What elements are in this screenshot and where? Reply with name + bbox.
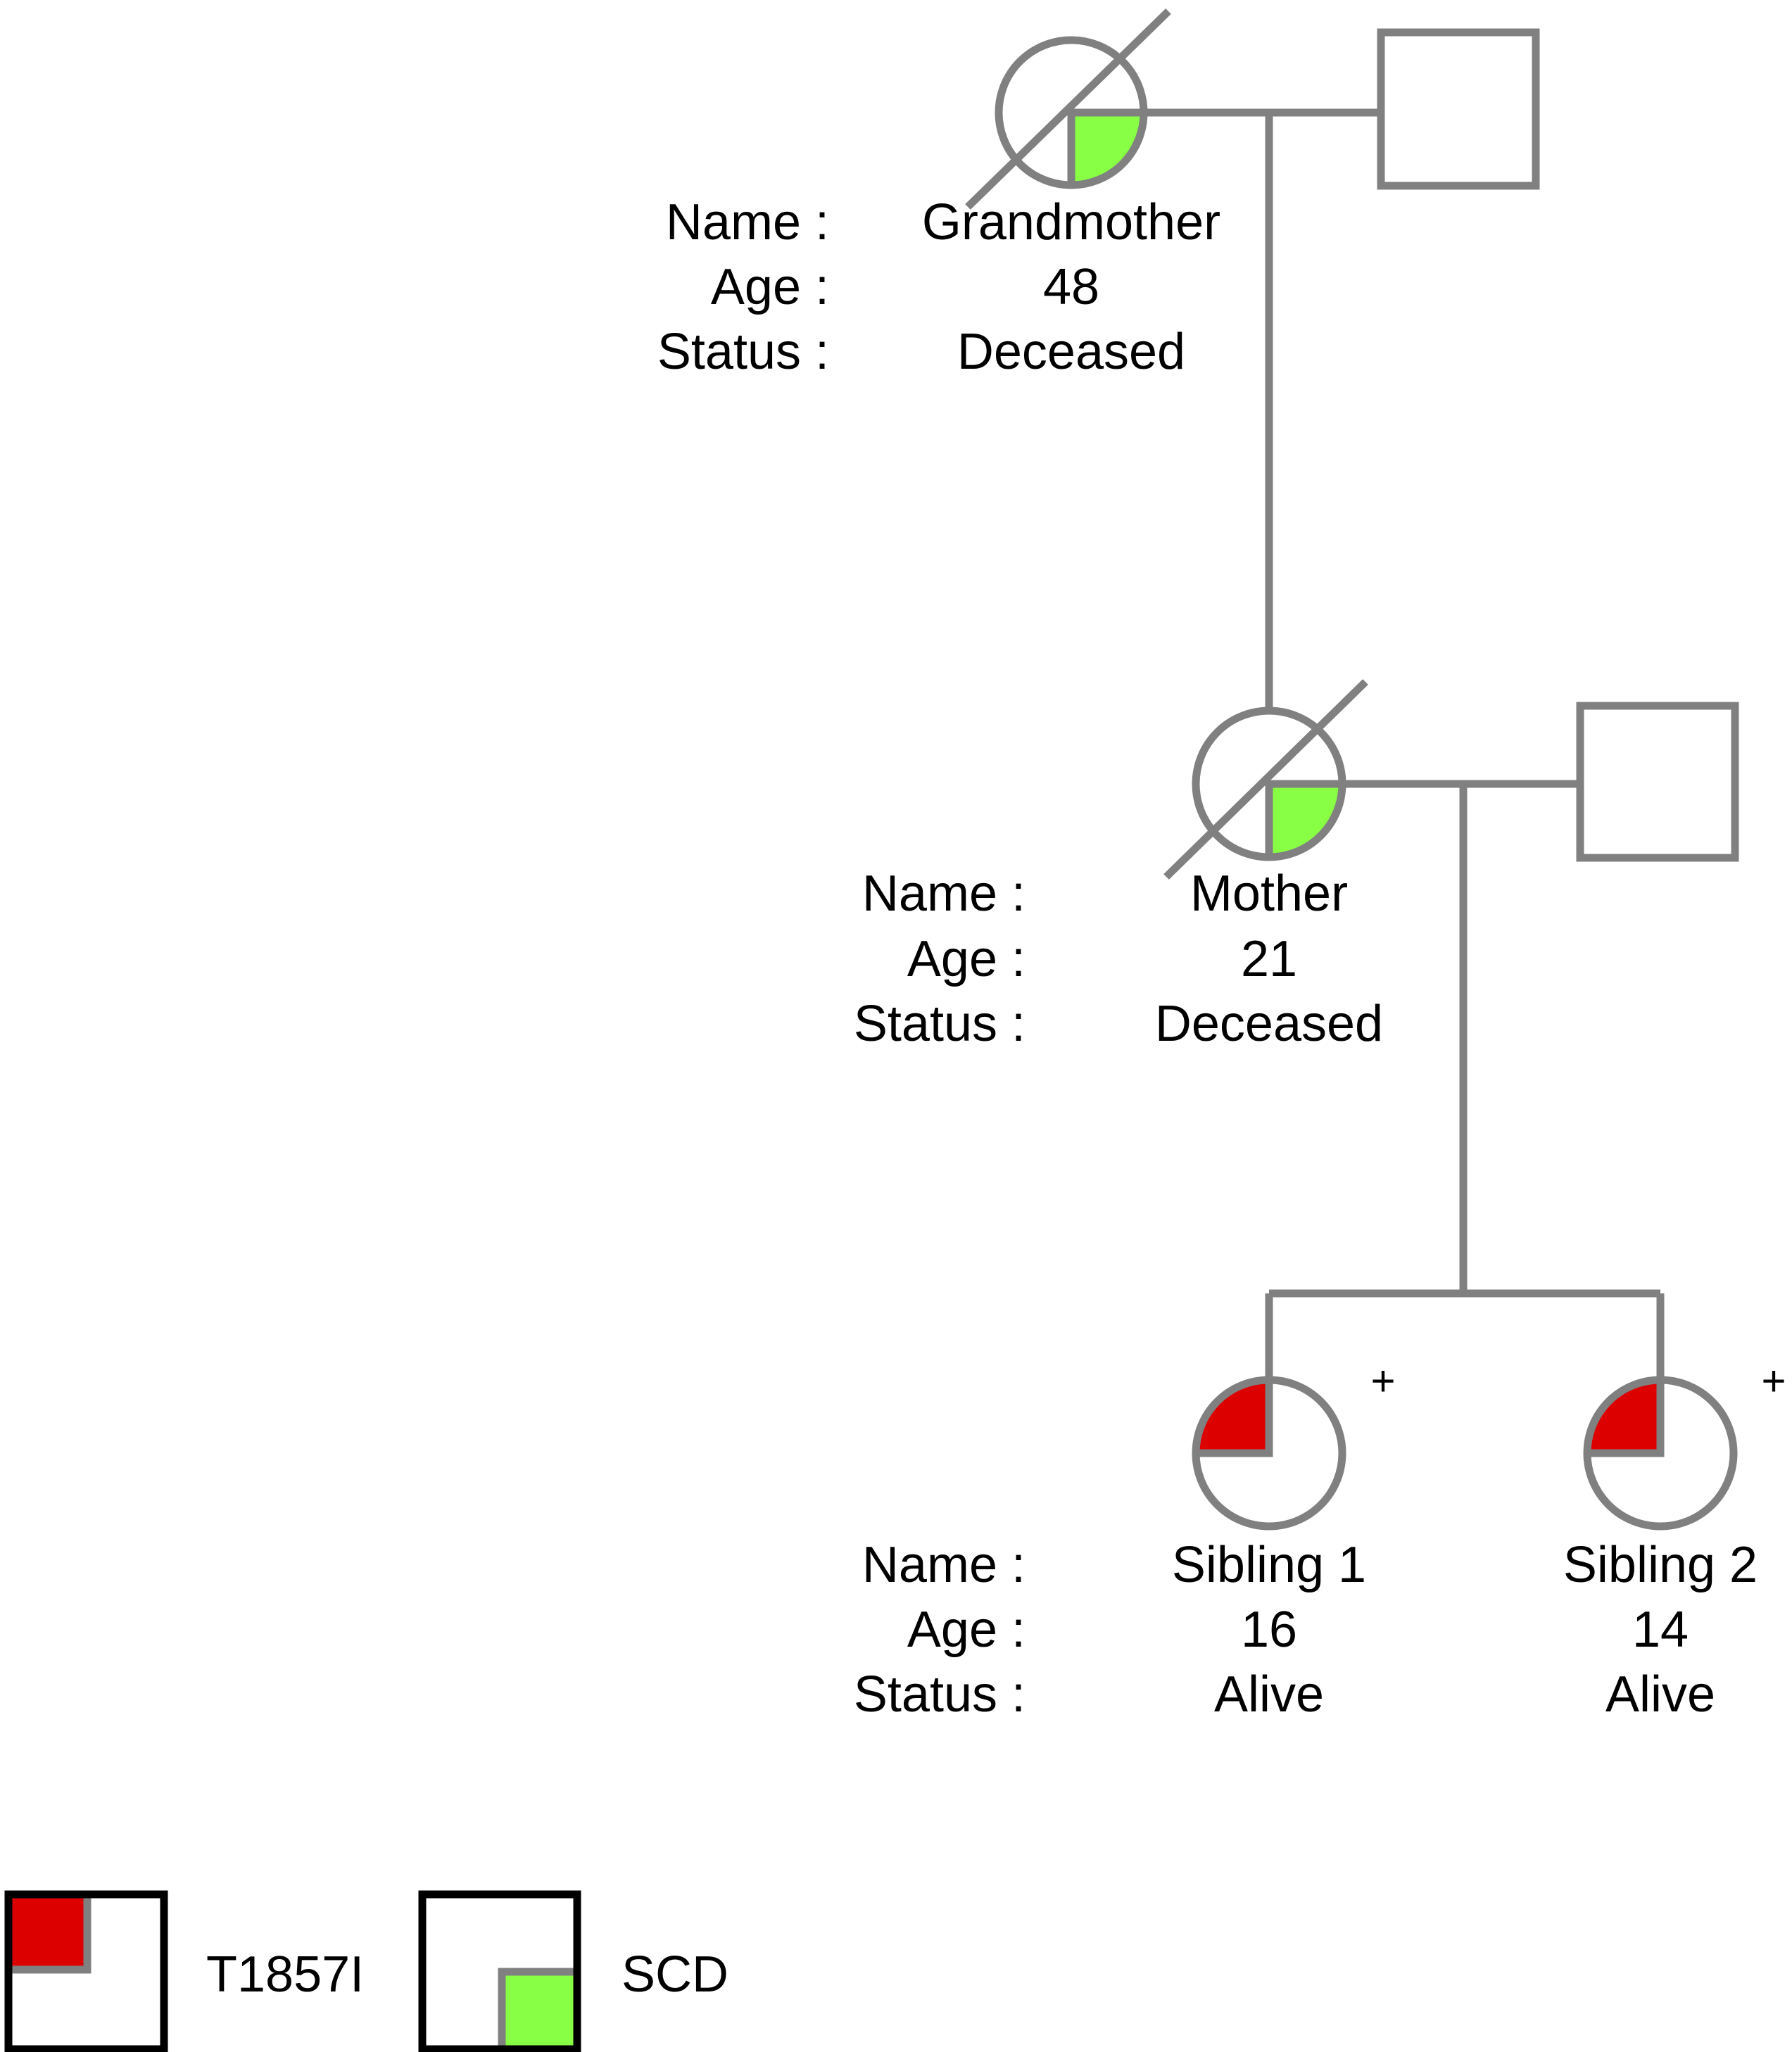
legend-label: SCD [621,1946,728,2003]
t1857i-marker [1196,1380,1269,1453]
t1857i-legend-swatch [12,1894,87,1970]
scd-marker [1071,113,1144,185]
female-symbol [1192,1376,1346,1531]
scd-marker [1269,784,1342,857]
info-block-mother: Name : Age : Status : Mother 21 Deceased [854,866,1383,1052]
female-symbol [1192,707,1346,861]
scd-legend-swatch-border [498,1968,576,2046]
scd-legend-box [418,1890,581,2052]
individual-name: Sibling 1 [1172,1537,1366,1593]
individual-status: Alive [1605,1666,1715,1723]
legend-label: T1857I [206,1946,364,2003]
individual-status: Deceased [957,324,1185,380]
individual-grandfather[interactable] [1377,28,1540,190]
age-label: Age : [711,259,829,315]
individual-name: Sibling 2 [1563,1537,1758,1593]
individual-status: Alive [1214,1666,1324,1723]
male-symbol [1377,28,1540,190]
scd-marker-border [1265,780,1342,857]
individual-status: Deceased [1155,996,1383,1052]
female-symbol [1583,1376,1738,1531]
info-block-grandmother: Name : Age : Status : Grandmother 48 Dec… [657,194,1220,380]
deceased-slash [1163,679,1368,880]
t1857i-legend-swatch-border [12,1894,92,1974]
age-label: Age : [907,1602,1026,1658]
legend-item-t1857i: T1857I [4,1890,364,2052]
male-symbol [1576,702,1739,862]
t1857i-legend-box [4,1890,168,2052]
individual-age: 21 [1241,931,1297,987]
name-label: Name : [862,866,1026,922]
individual-mother[interactable] [1163,679,1368,880]
scd-marker-border [1067,108,1144,185]
individual-age: 48 [1043,259,1099,315]
t1857i-marker [1587,1380,1660,1453]
deceased-slash [965,8,1171,210]
individual-sibling-2[interactable] [1583,1376,1738,1531]
status-label: Status : [854,1666,1026,1723]
individual-age: 16 [1241,1602,1297,1658]
female-symbol [995,36,1148,189]
name-label: Name : [862,1537,1026,1593]
individual-name: Mother [1190,866,1348,922]
status-label: Status : [854,996,1026,1052]
individual-name: Grandmother [922,194,1220,251]
individual-age: 14 [1632,1602,1689,1658]
t1857i-marker-border [1196,1380,1273,1457]
t1857i-marker-border [1587,1380,1665,1457]
name-label: Name : [666,194,829,251]
scd-legend-swatch [502,1972,576,2046]
info-block-siblings: Name : Age : Status : Sibling 1 16 Alive… [854,1537,1758,1723]
age-label: Age : [907,931,1026,987]
plus-marker: + [1761,1357,1786,1405]
status-label: Status : [657,324,829,380]
legend: T1857I SCD [4,1890,728,2052]
plus-marker: + [1370,1357,1395,1405]
legend-item-scd: SCD [418,1890,728,2052]
individual-grandmother[interactable] [965,8,1171,210]
pedigree-lines [1144,108,1665,1380]
individual-sibling-1[interactable] [1192,1376,1346,1531]
individual-father[interactable] [1576,702,1739,862]
